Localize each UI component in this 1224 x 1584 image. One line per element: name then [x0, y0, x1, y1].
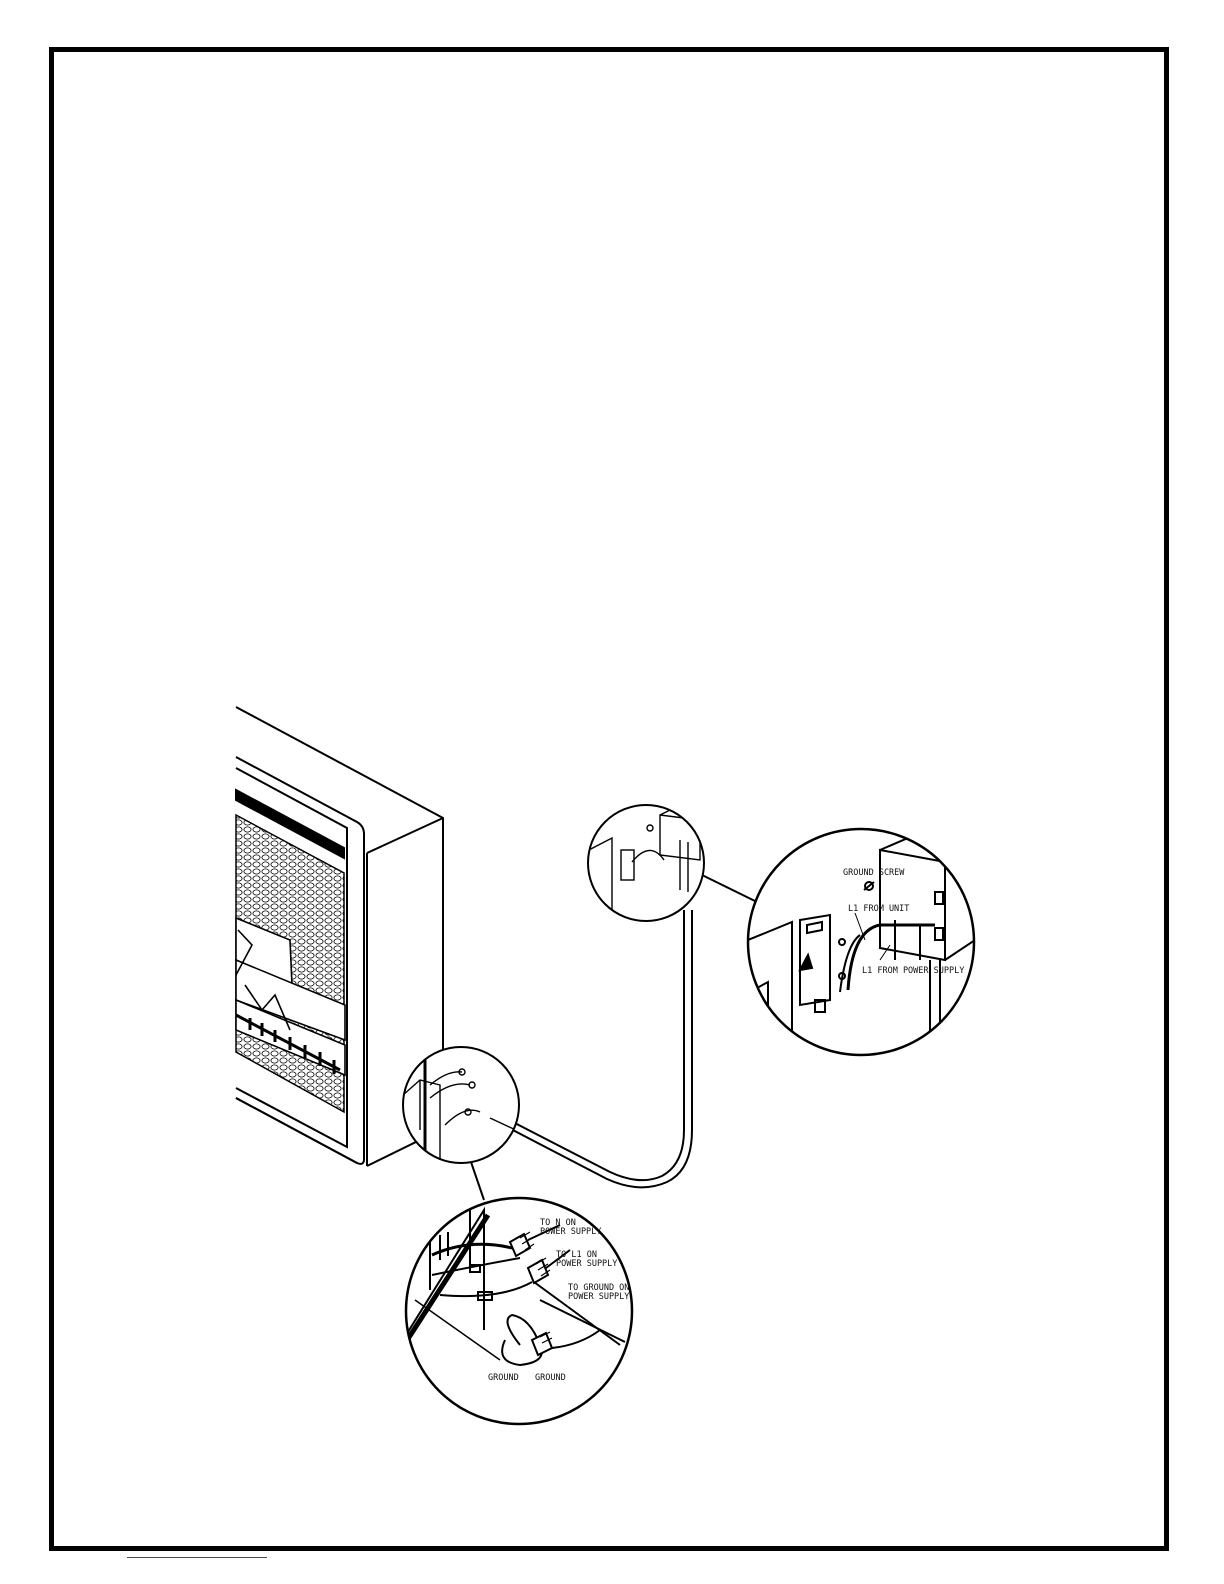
switch-box-callout-small — [585, 800, 720, 921]
label-ground-right: GROUND — [535, 1373, 566, 1383]
label-to-n-line2: POWER SUPPLY — [540, 1227, 601, 1237]
label-ground-screw: GROUND SCREW — [843, 868, 905, 878]
switch-box-callout-detail: GROUND SCREW L1 FROM UNIT L1 FROM POWER … — [748, 829, 975, 1060]
junction-box-callout-small — [403, 1047, 520, 1165]
footer-link-underline[interactable] — [127, 1557, 267, 1558]
label-ground-left: GROUND — [488, 1373, 519, 1383]
label-to-l1-line2: POWER SUPPLY — [556, 1259, 617, 1269]
label-l1-from-power-supply: L1 FROM POWER SUPPLY — [862, 966, 964, 976]
callout-leader-lines — [471, 875, 757, 1200]
label-l1-from-unit: L1 FROM UNIT — [848, 904, 909, 914]
power-cable — [505, 910, 692, 1187]
junction-box-callout-detail: TO N ON POWER SUPPLY TO L1 ON POWER SUPP… — [404, 1198, 632, 1424]
label-to-ground-line2: POWER SUPPLY — [568, 1292, 629, 1302]
